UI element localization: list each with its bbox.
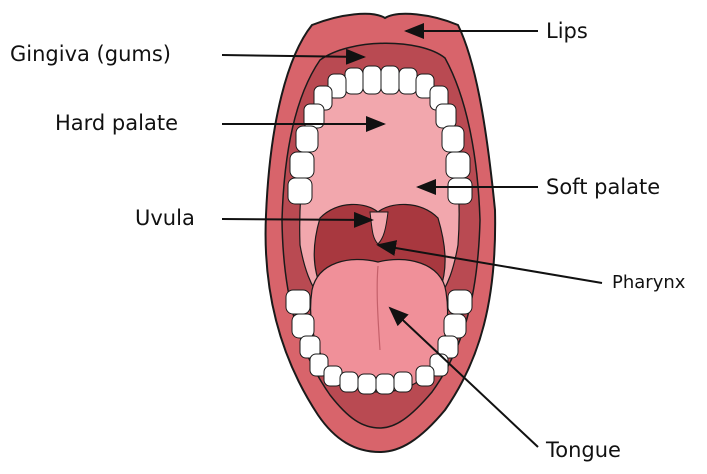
label-gingiva: Gingiva (gums) bbox=[10, 44, 171, 65]
label-lips: Lips bbox=[546, 21, 588, 42]
uvula-leader bbox=[222, 219, 372, 220]
label-pharynx: Pharynx bbox=[612, 274, 685, 292]
label-hard-palate: Hard palate bbox=[55, 113, 178, 134]
label-soft-palate: Soft palate bbox=[546, 177, 660, 198]
label-tongue: Tongue bbox=[546, 440, 621, 461]
label-uvula: Uvula bbox=[135, 208, 195, 229]
